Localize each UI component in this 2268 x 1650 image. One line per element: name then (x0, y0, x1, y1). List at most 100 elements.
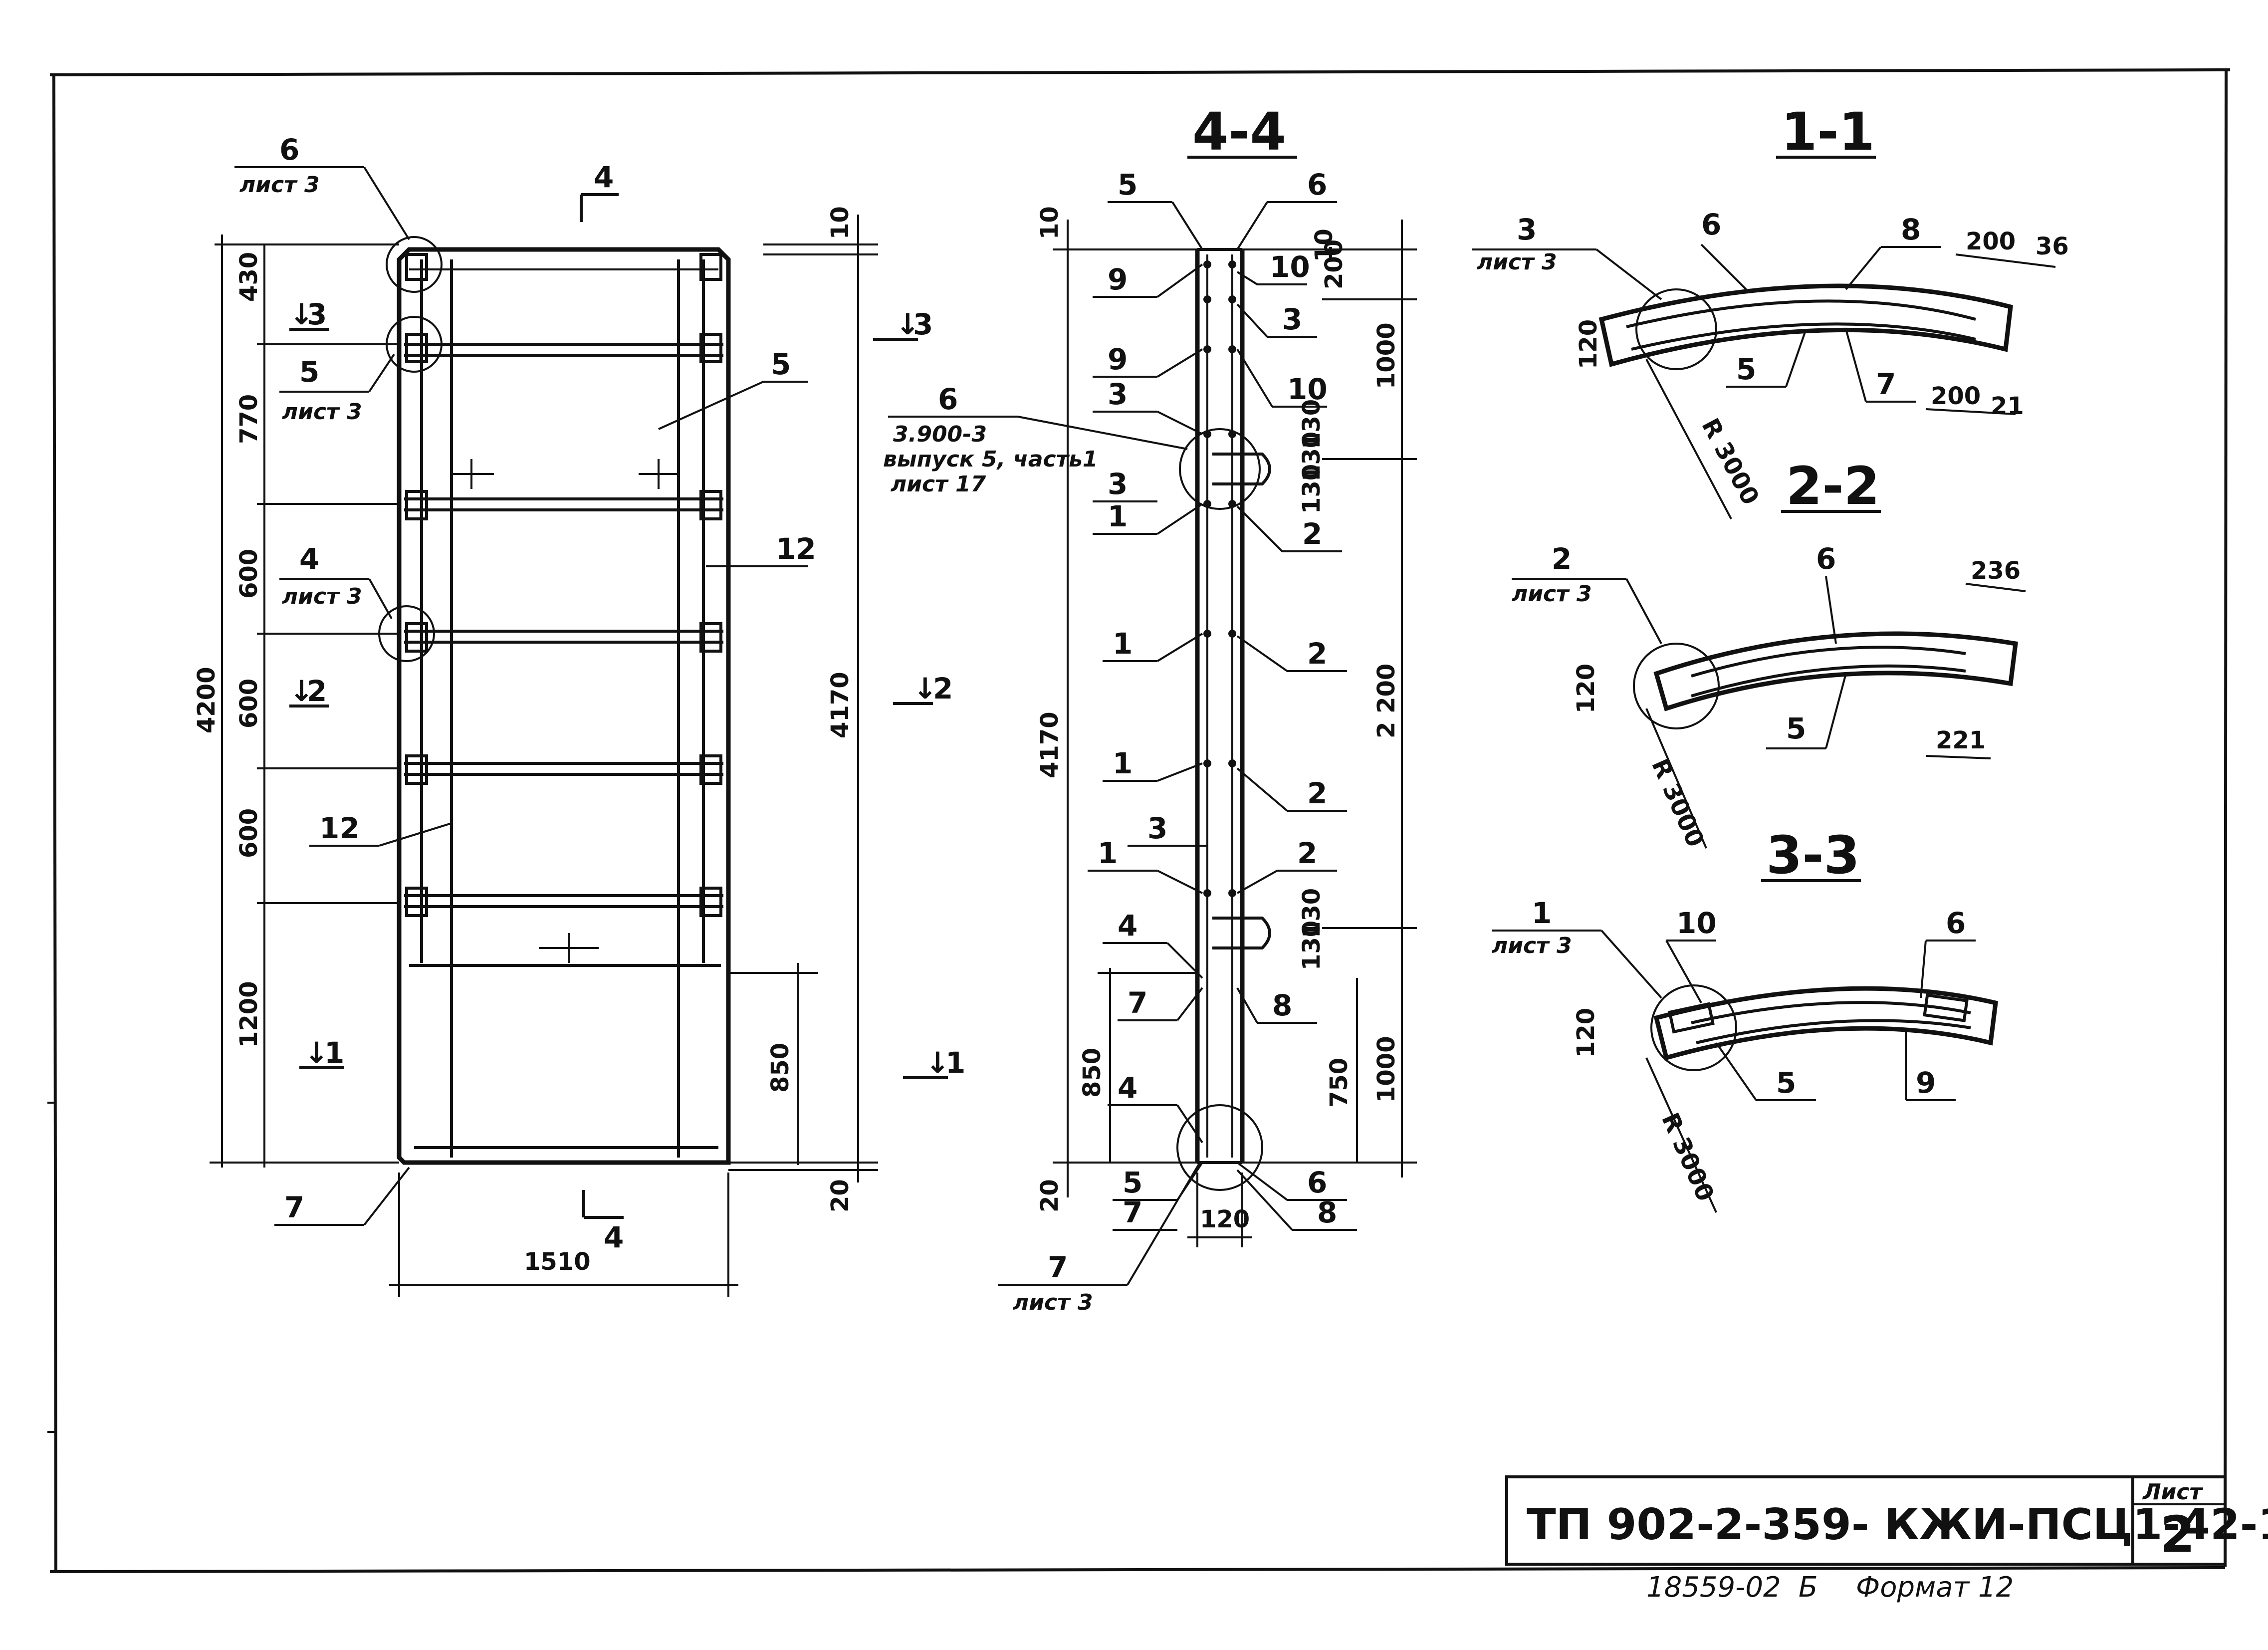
svg-text:2: 2 (1552, 542, 1572, 576)
lower-panel-dim: 850 (766, 1043, 794, 1093)
svg-text:4: 4 (604, 1220, 624, 1254)
section-4-4-right-dims: 10 200 1000 130 130 130 2 200 130 130 75… (1242, 220, 1417, 1178)
title-block: ТП 902-2-359- КЖИ-ПСЦ1-42-1а Лист 2 (1505, 1475, 2268, 1566)
section-mark-1-right: 1 ↓ (903, 1046, 965, 1080)
svg-text:5: 5 (1786, 711, 1806, 745)
top-offset-dim: 10 (826, 206, 854, 239)
svg-text:3: 3 (1282, 302, 1302, 336)
svg-text:120: 120 (1575, 319, 1602, 369)
svg-text:10: 10 (1287, 372, 1328, 406)
svg-text:10: 10 (1676, 906, 1717, 940)
svg-text:600: 600 (235, 679, 263, 728)
svg-text:8: 8 (1272, 988, 1292, 1022)
svg-text:6: 6 (938, 382, 958, 416)
svg-text:7: 7 (284, 1190, 304, 1224)
svg-text:4: 4 (1118, 1071, 1137, 1105)
width-dimension: 1510 (389, 1173, 738, 1297)
section-mark-4-bottom: 4 (582, 1190, 624, 1254)
svg-text:10: 10 (1310, 229, 1338, 262)
svg-text:6: 6 (1307, 1166, 1327, 1199)
document-letter: Б (1799, 1571, 1817, 1604)
svg-text:120: 120 (1572, 1008, 1600, 1058)
svg-text:600: 600 (235, 808, 263, 858)
section-title: 4-4 (1192, 101, 1286, 162)
svg-text:3: 3 (1517, 213, 1537, 246)
inner-height-dim: 4170 (826, 672, 854, 738)
elevation-view: 6 лист 3 5 лист 3 4 лист 3 4 3 ↓ 2 ↓ (193, 133, 965, 1297)
callout-number: 5 (299, 355, 319, 389)
left-position-labels: 9 9 3 3 1 1 1 3 1 4 (1088, 262, 1208, 1231)
bottom-offset-dim: 20 (826, 1179, 854, 1212)
svg-text:2: 2 (307, 674, 327, 708)
callout-sheet-ref: лист 3 (282, 584, 362, 609)
svg-text:10: 10 (1270, 250, 1310, 284)
section-ticks (452, 459, 679, 963)
svg-text:5: 5 (1736, 352, 1756, 386)
section-mark-3-left: 3 ↓ (289, 297, 329, 331)
section-title: 3-3 (1766, 825, 1860, 886)
right-dimension-chain: 10 4170 20 850 (728, 206, 878, 1212)
svg-text:6: 6 (1701, 208, 1721, 241)
svg-text:5: 5 (1118, 168, 1137, 202)
svg-text:7: 7 (1128, 986, 1147, 1020)
svg-text:9: 9 (1108, 342, 1128, 376)
svg-text:750: 750 (1325, 1058, 1353, 1108)
section-mark-1-left: 1 ↓ (299, 1036, 344, 1070)
section-mark-2-left: 2 ↓ (289, 674, 329, 708)
svg-text:1: 1 (1113, 627, 1133, 661)
inventory-number: 18559-02 (1646, 1571, 1781, 1604)
svg-text:130: 130 (1298, 888, 1326, 938)
svg-text:12: 12 (319, 811, 360, 845)
svg-text:200: 200 (1320, 239, 1348, 289)
overall-height-dim: 4200 (193, 667, 221, 733)
svg-text:7: 7 (1123, 1195, 1142, 1229)
svg-text:6: 6 (1307, 168, 1327, 202)
svg-text:8: 8 (1901, 213, 1921, 246)
svg-text:6: 6 (1946, 906, 1966, 940)
svg-text:1000: 1000 (1372, 322, 1400, 389)
section-title: 2-2 (1786, 456, 1880, 516)
svg-text:лист 3: лист 3 (1512, 581, 1592, 607)
callout-number: 4 (299, 542, 319, 576)
position-label-5: 5 (658, 347, 808, 430)
svg-text:R 3000: R 3000 (1656, 1109, 1719, 1205)
svg-text:770: 770 (235, 394, 263, 444)
svg-text:430: 430 (235, 252, 263, 302)
svg-text:2: 2 (1307, 776, 1327, 810)
svg-text:3.900-3: 3.900-3 (893, 422, 987, 447)
svg-text:1: 1 (1113, 746, 1133, 780)
section-mark-2-right: 2 ↓ (893, 672, 953, 706)
svg-text:5: 5 (1776, 1066, 1796, 1100)
section-4-4: 4-4 5 6 6 (883, 101, 1417, 1315)
svg-text:лист 3: лист 3 (1492, 933, 1572, 958)
svg-text:8: 8 (1317, 1195, 1337, 1229)
svg-text:120: 120 (1200, 1205, 1250, 1233)
bottom-callout-7: 7 лист 3 (998, 1162, 1201, 1315)
svg-text:2: 2 (933, 672, 953, 706)
svg-text:200: 200 (1966, 228, 2016, 255)
right-position-labels: 10 3 10 2 2 2 2 8 6 (1236, 250, 1357, 1231)
svg-text:3: 3 (1108, 377, 1128, 411)
svg-text:5: 5 (1123, 1166, 1142, 1199)
paper-format: Формат 12 (1856, 1571, 2014, 1604)
section-3-3: 3-3 1 лист 3 10 6 5 9 120 R 3000 (1492, 825, 1998, 1213)
embedded-plates (405, 253, 722, 917)
svg-text:2 200: 2 200 (1372, 664, 1400, 738)
svg-text:1200: 1200 (235, 981, 263, 1048)
svg-text:1: 1 (1108, 499, 1128, 533)
callout-sheet-ref: лист 3 (282, 399, 362, 425)
standard-reference-callout: 6 3.900-3 выпуск 5, часть1 лист 17 (883, 382, 1188, 497)
left-dimension-chain: 4200 430 770 600 600 600 1200 (193, 235, 399, 1168)
svg-text:1000: 1000 (1372, 1036, 1400, 1103)
svg-text:↓: ↓ (925, 1046, 950, 1080)
svg-text:21: 21 (1991, 392, 2024, 420)
svg-text:4: 4 (1118, 909, 1137, 943)
svg-text:↓: ↓ (913, 672, 937, 706)
section-4-4-width: 120 (1187, 1173, 1252, 1247)
svg-text:R 3000: R 3000 (1696, 414, 1764, 509)
svg-text:лист 3: лист 3 (1477, 249, 1557, 275)
svg-text:3: 3 (307, 297, 327, 331)
svg-text:5: 5 (771, 347, 791, 381)
svg-text:лист 17: лист 17 (891, 471, 986, 497)
